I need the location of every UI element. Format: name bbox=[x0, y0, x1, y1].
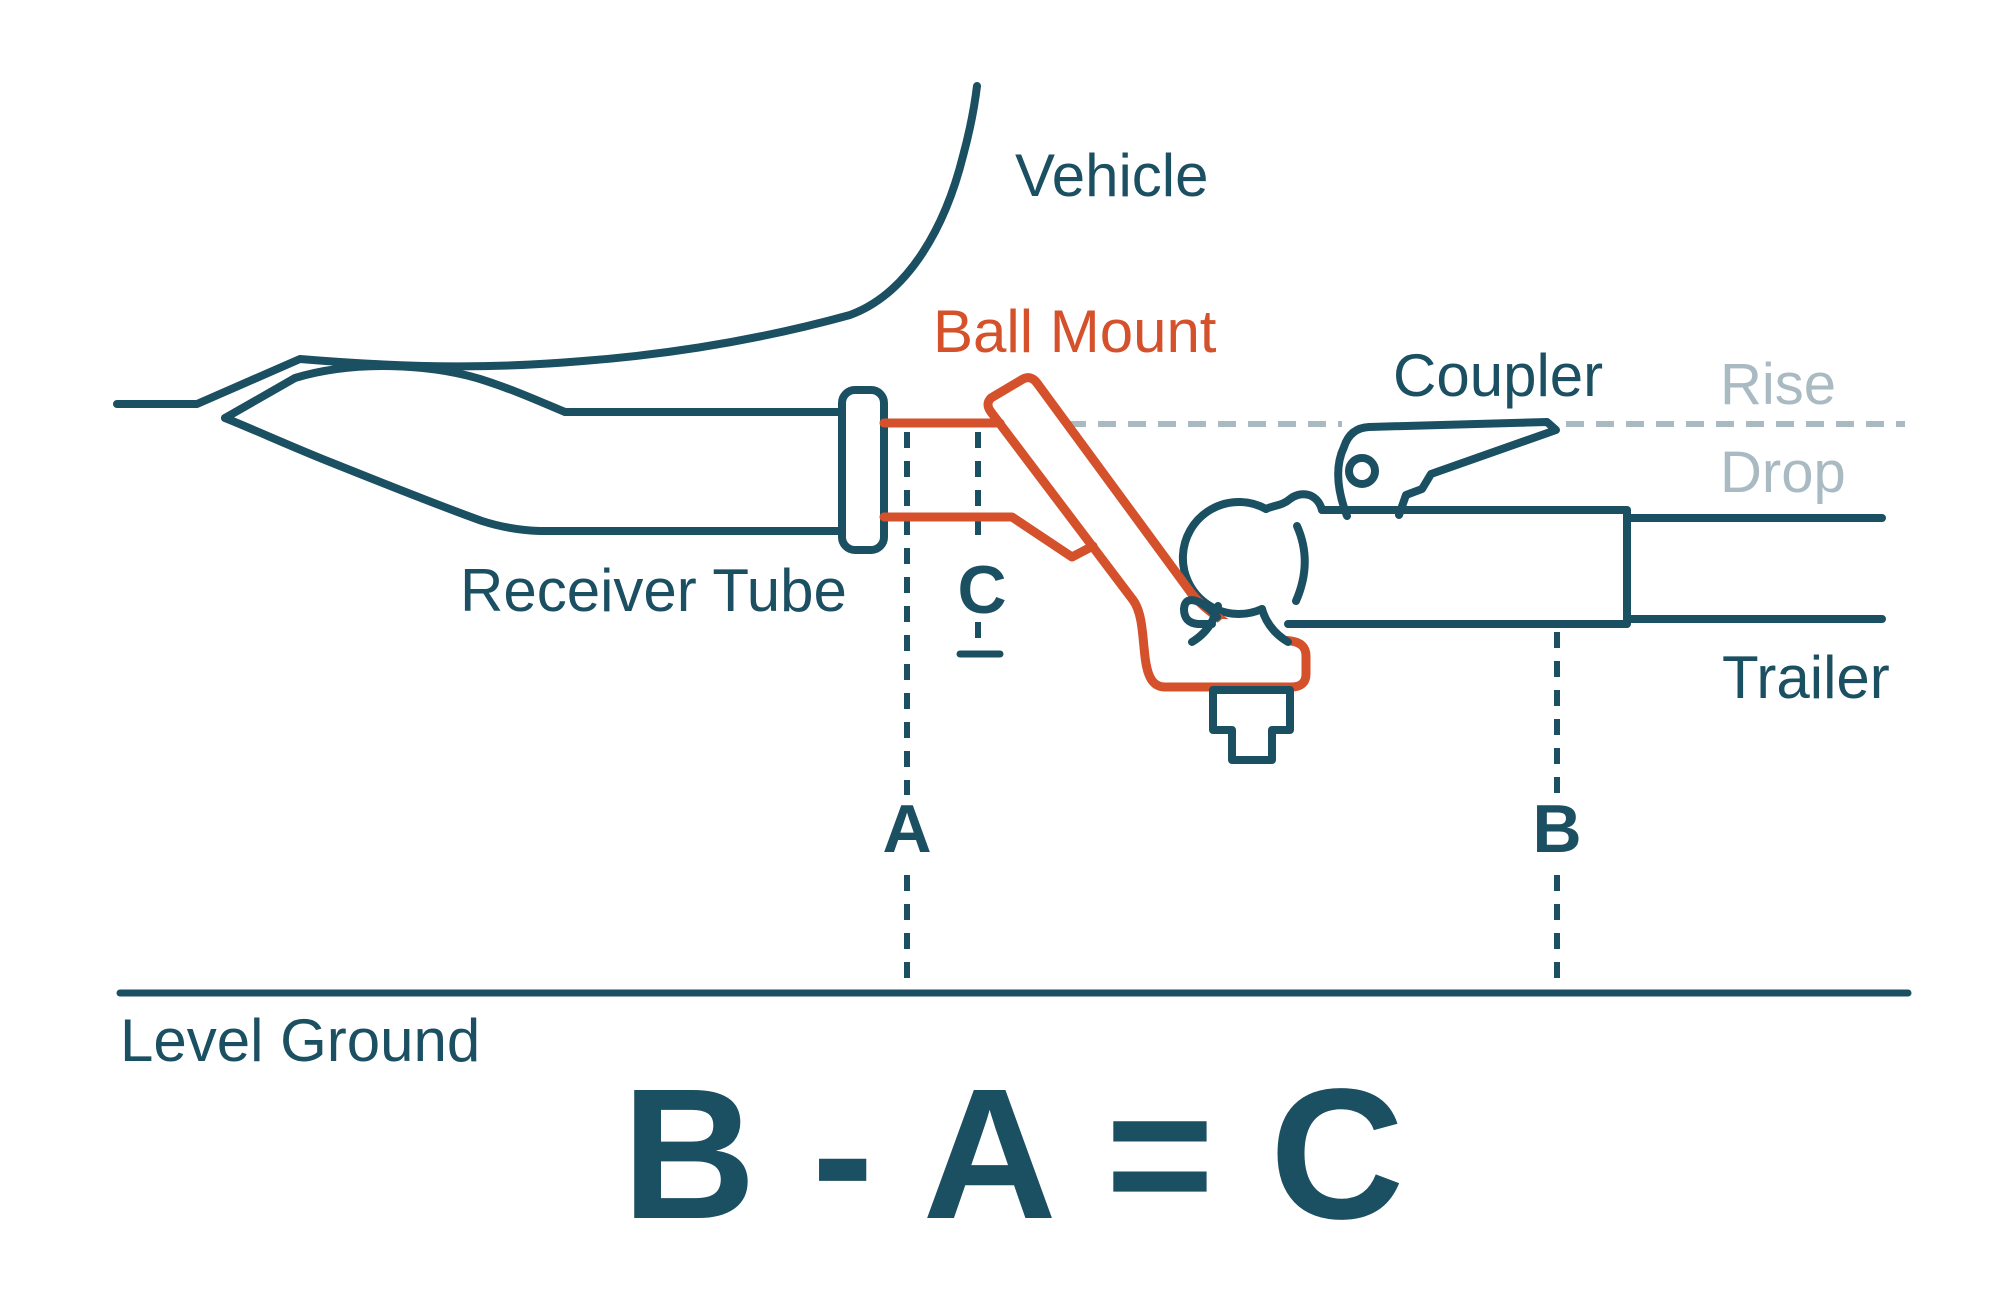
hitch-ball bbox=[1178, 498, 1270, 618]
fascia-bottom-and-tube-bottom-line bbox=[221, 414, 846, 535]
coupler-nose bbox=[1262, 490, 1326, 514]
ball-mount-label: Ball Mount bbox=[933, 298, 1217, 365]
coupler-label: Coupler bbox=[1393, 342, 1603, 409]
vehicle-body-curve bbox=[113, 82, 981, 408]
vehicle-label: Vehicle bbox=[1015, 142, 1208, 209]
receiver-tube-label: Receiver Tube bbox=[460, 557, 847, 624]
coupler-lip bbox=[1180, 596, 1221, 628]
formula-text: B - A = C bbox=[622, 1051, 1406, 1258]
ball-mount-shank-bottom-line bbox=[879, 512, 1098, 562]
fascia-top-and-tube-top-line bbox=[221, 362, 846, 422]
ball-mount-drop-bar bbox=[983, 373, 1311, 692]
receiver-tube-flange bbox=[838, 386, 888, 554]
measure-b-label: B bbox=[1532, 791, 1581, 867]
socket-crescent bbox=[1292, 522, 1309, 605]
ball-shank-nut bbox=[1209, 686, 1294, 764]
ball-neck-sides bbox=[1188, 602, 1292, 646]
trailer-label: Trailer bbox=[1722, 644, 1890, 711]
measure-a-label: A bbox=[882, 791, 931, 867]
coupler-pin-hole-icon bbox=[1345, 454, 1379, 488]
ball-neck-mask bbox=[1192, 619, 1288, 645]
measure-c-label: C bbox=[957, 552, 1006, 628]
coupler-latch bbox=[1334, 418, 1560, 520]
coupler-box bbox=[1284, 506, 1631, 628]
rise-label: Rise bbox=[1720, 352, 1836, 417]
level-ground-label: Level Ground bbox=[120, 1007, 480, 1074]
drop-label: Drop bbox=[1720, 440, 1846, 505]
